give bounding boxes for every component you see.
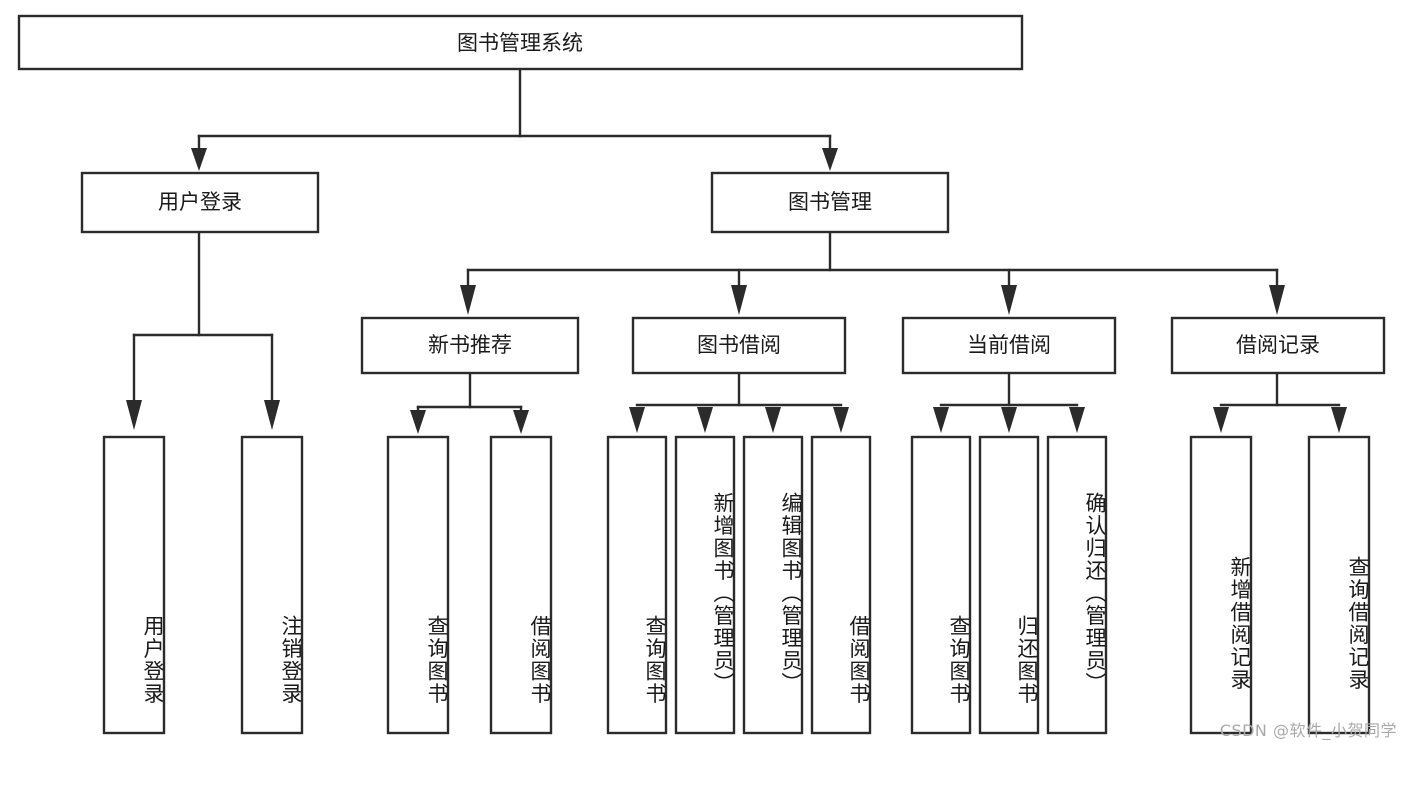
leaf-box-user-login-1[interactable] [102,435,166,735]
arrow-currentborrow-leaf-1 [933,407,949,433]
arrow-currentborrow-leaf-3 [1069,407,1085,433]
arrow-to-current-borrow [1001,285,1017,315]
leaf-box-borrow-record-2[interactable] [1307,435,1371,735]
node-book-manage-box[interactable] [710,171,950,234]
leaf-box-book-borrow-3[interactable] [742,435,804,735]
arrow-bookborrow-leaf-4 [833,407,849,433]
arrow-bookborrow-leaf-2 [697,407,713,433]
arrow-to-user-login [191,148,207,171]
edges-layer [126,67,1347,434]
nodes-layer: 图书管理系统 用户登录 图书管理 新书推荐 图书借阅 [17,14,1386,735]
diagram-canvas: 图书管理系统 用户登录 图书管理 新书推荐 图书借阅 [17,14,1397,740]
leaf-box-book-borrow-4[interactable] [810,435,872,735]
csdn-watermark: CSDN @软件_小贺同学 [1219,721,1397,740]
node-user-login-box[interactable] [80,171,320,234]
node-book-manage[interactable]: 图书管理 [710,171,950,234]
arrow-borrowrecord-leaf-2 [1331,407,1347,433]
arrow-to-new-book-recommend [460,285,476,315]
node-root-box[interactable] [17,14,1024,71]
arrow-newbook-leaf-2 [513,410,529,434]
arrow-userlogin-leaf-2 [264,400,280,430]
node-current-borrow[interactable]: 当前借阅 [901,316,1117,375]
node-user-login-label: 用户登录 [158,190,242,214]
node-new-book-recommend-label: 新书推荐 [428,333,512,357]
node-book-borrow-box[interactable] [631,316,847,375]
diagram-svg: 图书管理系统 用户登录 图书管理 新书推荐 图书借阅 [17,14,1386,735]
node-book-borrow[interactable]: 图书借阅 [631,316,847,375]
arrow-to-book-manage [822,148,838,171]
arrow-newbook-leaf-1 [410,410,426,434]
arrow-to-borrow-record [1269,285,1285,315]
arrow-userlogin-leaf-1 [126,400,142,430]
leaf-box-new-book-1[interactable] [386,435,450,735]
arrow-bookborrow-leaf-1 [629,407,645,433]
leaf-box-book-borrow-1[interactable] [606,435,668,735]
leaf-box-user-login-2[interactable] [240,435,304,735]
leaf-box-book-borrow-2[interactable] [674,435,736,735]
node-borrow-record-label: 借阅记录 [1236,333,1320,357]
node-new-book-recommend-box[interactable] [360,316,580,375]
arrow-currentborrow-leaf-2 [1001,407,1017,433]
node-current-borrow-box[interactable] [901,316,1117,375]
node-root[interactable]: 图书管理系统 [17,14,1024,71]
arrow-to-book-borrow [731,285,747,315]
node-book-manage-label: 图书管理 [788,190,872,214]
leaf-box-current-borrow-3[interactable] [1046,435,1108,735]
node-root-label: 图书管理系统 [457,31,583,55]
node-user-login[interactable]: 用户登录 [80,171,320,234]
node-current-borrow-label: 当前借阅 [967,333,1051,357]
leaf-box-borrow-record-1[interactable] [1189,435,1253,735]
node-book-borrow-label: 图书借阅 [697,333,781,357]
arrow-borrowrecord-leaf-1 [1213,407,1229,433]
arrow-bookborrow-leaf-3 [765,407,781,433]
leaf-box-new-book-2[interactable] [489,435,553,735]
node-borrow-record-box[interactable] [1170,316,1386,375]
node-new-book-recommend[interactable]: 新书推荐 [360,316,580,375]
node-borrow-record[interactable]: 借阅记录 [1170,316,1386,375]
leaf-box-current-borrow-1[interactable] [910,435,972,735]
leaf-box-current-borrow-2[interactable] [978,435,1040,735]
